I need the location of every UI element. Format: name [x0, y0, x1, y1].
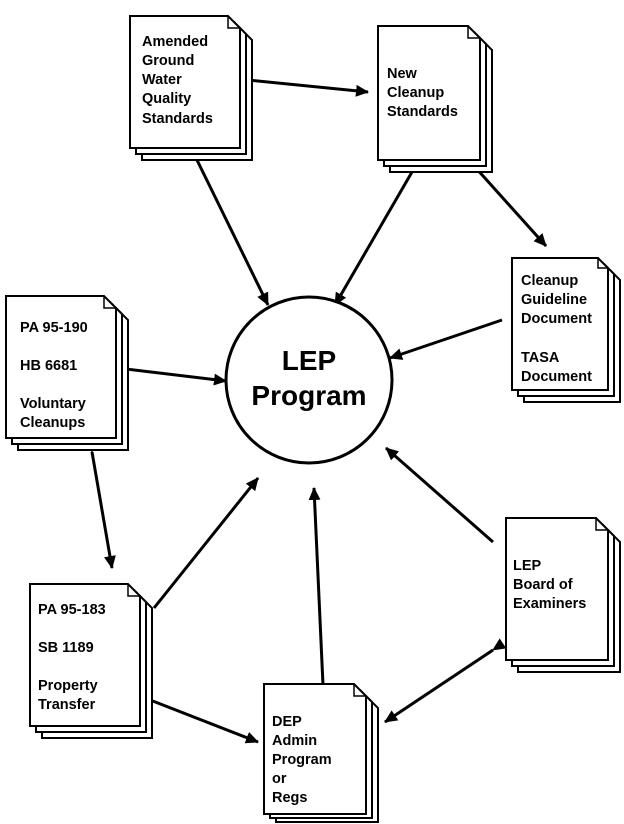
- doc-label-line: Board of: [513, 577, 573, 593]
- doc-label-line: TASA: [521, 350, 560, 366]
- edge-guideline-to-lep: [389, 318, 503, 360]
- doc-label-line: Program: [272, 752, 332, 768]
- doc-label-line: Document: [521, 311, 592, 327]
- edge-new-cleanup-to-guideline: [462, 154, 548, 248]
- edge-amended-to-new-cleanup: [235, 72, 369, 97]
- lep-program-node: LEP Program: [224, 295, 394, 465]
- doc-label-line: Quality: [142, 91, 191, 107]
- doc-label-line: PA 95-183: [38, 602, 106, 618]
- connectors: [84, 72, 548, 744]
- doc-label-line: PA 95-190: [20, 320, 88, 336]
- doc-label-line: Voluntary: [20, 396, 86, 412]
- doc-label-line: Examiners: [513, 596, 586, 612]
- doc-dep-admin: DEP Admin Program or Regs: [263, 683, 379, 823]
- doc-label-line: Cleanup: [387, 85, 444, 101]
- doc-label-line: Transfer: [38, 697, 96, 713]
- doc-label-line: Guideline: [521, 292, 587, 308]
- doc-label-line: Document: [521, 369, 592, 385]
- edge-new-cleanup-to-lep: [333, 171, 414, 306]
- edge-pa190-to-pa183: [84, 439, 116, 569]
- edge-pa183-to-lep: [152, 477, 260, 609]
- edge-pa190-to-lep: [117, 366, 227, 386]
- lep-program-label-line1: LEP: [282, 345, 336, 376]
- doc-pa-95-190: PA 95-190 HB 6681 Voluntary Cleanups: [5, 295, 129, 451]
- doc-label-line: Standards: [387, 104, 458, 120]
- doc-label-line: Amended: [142, 34, 208, 50]
- doc-label-line: Admin: [272, 733, 317, 749]
- doc-cleanup-guideline: Cleanup Guideline Document TASA Document: [511, 257, 621, 403]
- doc-label-line: Cleanups: [20, 415, 85, 431]
- doc-label-line: HB 6681: [20, 358, 77, 374]
- doc-label-line: Cleanup: [521, 273, 578, 289]
- doc-label-line: SB 1189: [38, 640, 94, 656]
- doc-label-line: Water: [142, 72, 182, 88]
- doc-label-line: Standards: [142, 111, 213, 127]
- doc-amended-ground-water: Amended Ground Water Quality Standards: [129, 15, 253, 161]
- doc-pa-95-183: PA 95-183 SB 1189 Property Transfer: [29, 583, 153, 739]
- edge-pa183-to-dep: [131, 688, 259, 744]
- edge-dep-to-lep: [308, 487, 325, 686]
- doc-label-line: DEP: [272, 714, 302, 730]
- doc-label-line: Ground: [142, 53, 194, 69]
- doc-new-cleanup-standards: New Cleanup Standards: [377, 25, 493, 173]
- lep-program-circle: [224, 295, 394, 465]
- doc-label-line: Regs: [272, 790, 307, 806]
- doc-label-line: Property: [38, 678, 98, 694]
- doc-label-line: LEP: [513, 558, 542, 574]
- doc-label-line: or: [272, 771, 287, 787]
- lep-program-label-line2: Program: [251, 380, 366, 411]
- edge-amended-to-lep: [194, 157, 270, 306]
- edge-lep-board-to-lep: [385, 446, 494, 544]
- doc-label-line: New: [387, 66, 418, 82]
- doc-lep-board: LEP Board of Examiners: [505, 517, 621, 673]
- edge-lep-board-to-dep: [384, 638, 507, 724]
